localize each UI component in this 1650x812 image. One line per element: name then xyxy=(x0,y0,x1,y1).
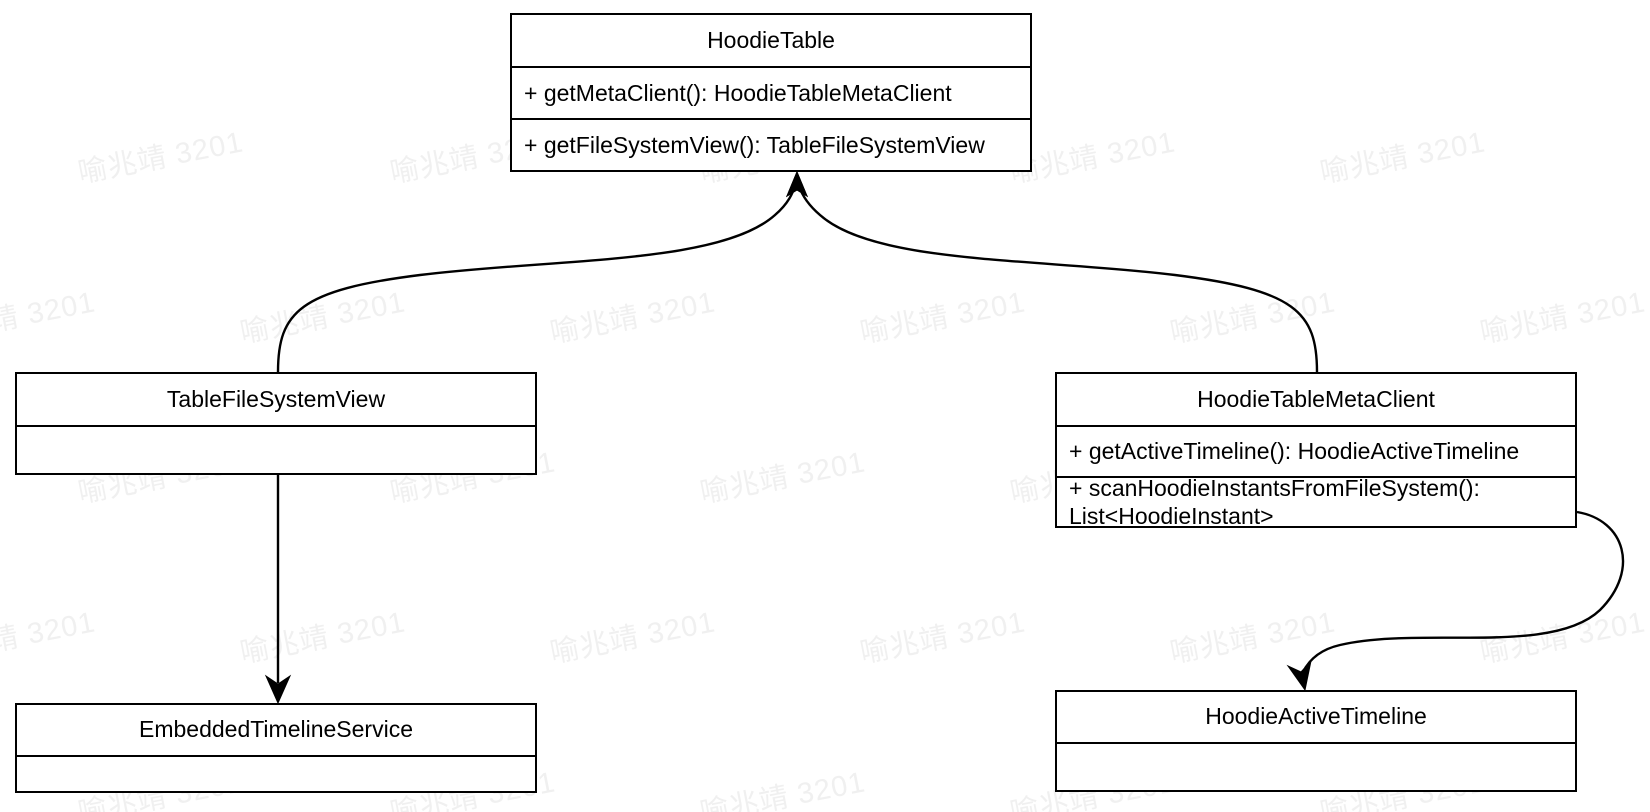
watermark-text: 喻兆靖 3201 xyxy=(237,286,409,350)
arrowhead-to-embeddedtimelineservice xyxy=(264,674,292,705)
edge-hoodietablemetaclient-to-hoodietable xyxy=(797,185,1319,373)
class-method-hoodietable-0: + getMetaClient(): HoodieTableMetaClient xyxy=(512,66,1030,118)
watermark-text: 喻兆靖 3201 xyxy=(1477,286,1649,350)
class-method-hoodietable-1: + getFileSystemView(): TableFileSystemVi… xyxy=(512,118,1030,170)
watermark-text: 喻兆靖 3201 xyxy=(1477,606,1649,670)
edge-hoodietablemetaclient-to-hoodieactivetimeline xyxy=(1301,510,1625,673)
class-box-hoodietablemetaclient[interactable]: HoodieTableMetaClient + getActiveTimelin… xyxy=(1055,372,1577,529)
class-method-hoodietablemetaclient-1: + scanHoodieInstantsFromFileSystem(): Li… xyxy=(1057,475,1575,529)
watermark-text: 喻兆靖 3201 xyxy=(0,606,99,670)
class-title-tablefilesystemview: TableFileSystemView xyxy=(166,385,386,412)
class-title-hoodietablemetaclient: HoodieTableMetaClient xyxy=(1197,385,1435,412)
watermark-text: 喻兆靖 3201 xyxy=(697,446,869,510)
class-title-embeddedtimelineservice: EmbeddedTimelineService xyxy=(138,716,413,743)
watermark-text: 喻兆靖 3201 xyxy=(697,766,869,812)
class-title-hoodieactivetimeline: HoodieActiveTimeline xyxy=(1205,703,1427,730)
watermark-text: 喻兆靖 3201 xyxy=(75,126,247,190)
watermark-text: 喻兆靖 3201 xyxy=(1317,126,1489,190)
arrowhead-to-hoodietable-left xyxy=(785,170,809,198)
edge-tablefilesystemview-to-hoodietable xyxy=(276,185,797,373)
watermark-text: 喻兆靖 3201 xyxy=(0,286,99,350)
watermark-text: 喻兆靖 3201 xyxy=(237,606,409,670)
class-members-hoodieactivetimeline xyxy=(1057,742,1575,790)
class-box-hoodieactivetimeline[interactable]: HoodieActiveTimeline xyxy=(1055,690,1577,792)
watermark-text: 喻兆靖 3201 xyxy=(547,286,719,350)
class-box-embeddedtimelineservice[interactable]: EmbeddedTimelineService xyxy=(15,703,537,793)
watermark-text: 喻兆靖 3201 xyxy=(547,606,719,670)
arrowhead-to-hoodietable-right xyxy=(785,170,809,198)
class-method-hoodietablemetaclient-0: + getActiveTimeline(): HoodieActiveTimel… xyxy=(1057,425,1575,476)
class-members-embeddedtimelineservice xyxy=(17,755,535,791)
class-box-hoodietable[interactable]: HoodieTable + getMetaClient(): HoodieTab… xyxy=(510,13,1032,172)
class-title-hoodietable: HoodieTable xyxy=(707,26,835,53)
watermark-text: 喻兆靖 3201 xyxy=(857,286,1029,350)
watermark-text: 喻兆靖 3201 xyxy=(1167,606,1339,670)
class-members-tablefilesystemview xyxy=(17,425,535,473)
arrowhead-to-hoodieactivetimeline xyxy=(1286,659,1312,692)
watermark-text: 喻兆靖 3201 xyxy=(857,606,1029,670)
class-box-tablefilesystemview[interactable]: TableFileSystemView xyxy=(15,372,537,475)
watermark-text: 喻兆靖 3201 xyxy=(1167,286,1339,350)
